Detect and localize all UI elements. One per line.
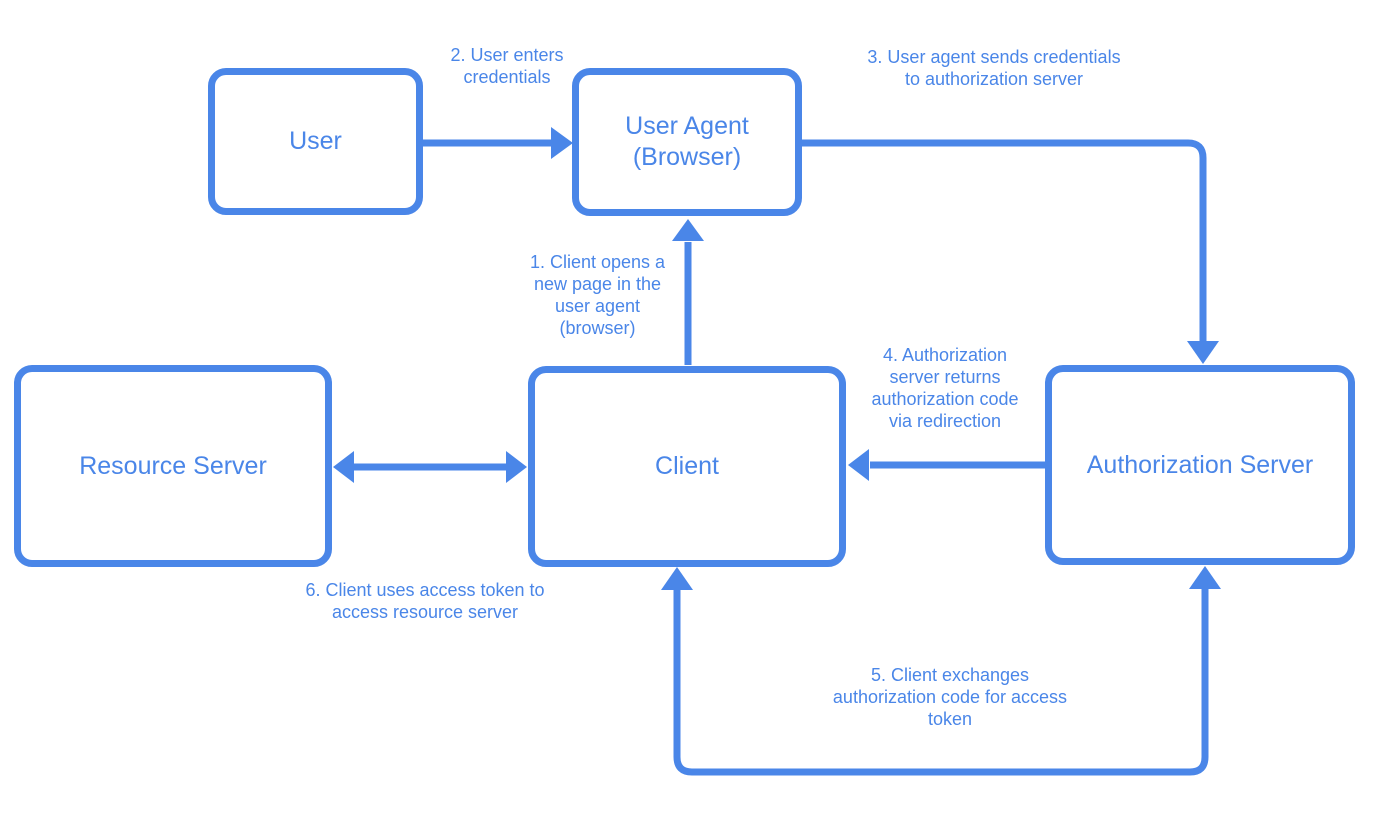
arrow-head <box>506 451 527 483</box>
edge-label-step-3: 3. User agent sends credentials to autho… <box>867 47 1121 89</box>
node-user-label: User <box>289 127 342 155</box>
arrow-head <box>848 449 869 481</box>
arrow-shaft <box>802 139 1207 342</box>
arrow-head <box>672 219 704 241</box>
node-client-label: Client <box>655 452 719 480</box>
arrow-client-resource-server <box>333 451 527 483</box>
node-user-agent: User Agent (Browser) <box>572 68 802 216</box>
edge-label-step-1: 1. Client opens a new page in the user a… <box>529 252 666 338</box>
arrow-head <box>333 451 354 483</box>
arrow-head <box>661 567 693 590</box>
node-resource-server: Resource Server <box>14 365 332 567</box>
node-user-agent-label: User Agent (Browser) <box>625 112 749 171</box>
arrow-shaft <box>673 588 1209 776</box>
arrow-user-agent-to-auth-server <box>802 139 1219 364</box>
arrow-client-auth-server-loop <box>661 566 1221 776</box>
arrow-user-to-user-agent <box>423 127 573 159</box>
arrow-head <box>551 127 573 159</box>
node-client: Client <box>528 366 846 567</box>
edge-label-step-6: 6. Client uses access token to access re… <box>305 580 545 622</box>
edge-label-step-4: 4. Authorization server returns authoriz… <box>871 345 1019 431</box>
arrow-auth-server-to-client <box>848 449 1045 481</box>
arrow-head <box>1189 566 1221 589</box>
edge-label-step-5: 5. Client exchanges authorization code f… <box>832 665 1068 729</box>
edge-label-step-2: 2. User enters credentials <box>450 45 564 87</box>
node-user: User <box>208 68 423 215</box>
node-resource-server-label: Resource Server <box>79 451 267 480</box>
node-authorization-server: Authorization Server <box>1045 365 1355 565</box>
node-authorization-server-label: Authorization Server <box>1086 450 1314 479</box>
arrow-client-to-user-agent <box>672 219 704 365</box>
arrow-head <box>1187 341 1219 364</box>
